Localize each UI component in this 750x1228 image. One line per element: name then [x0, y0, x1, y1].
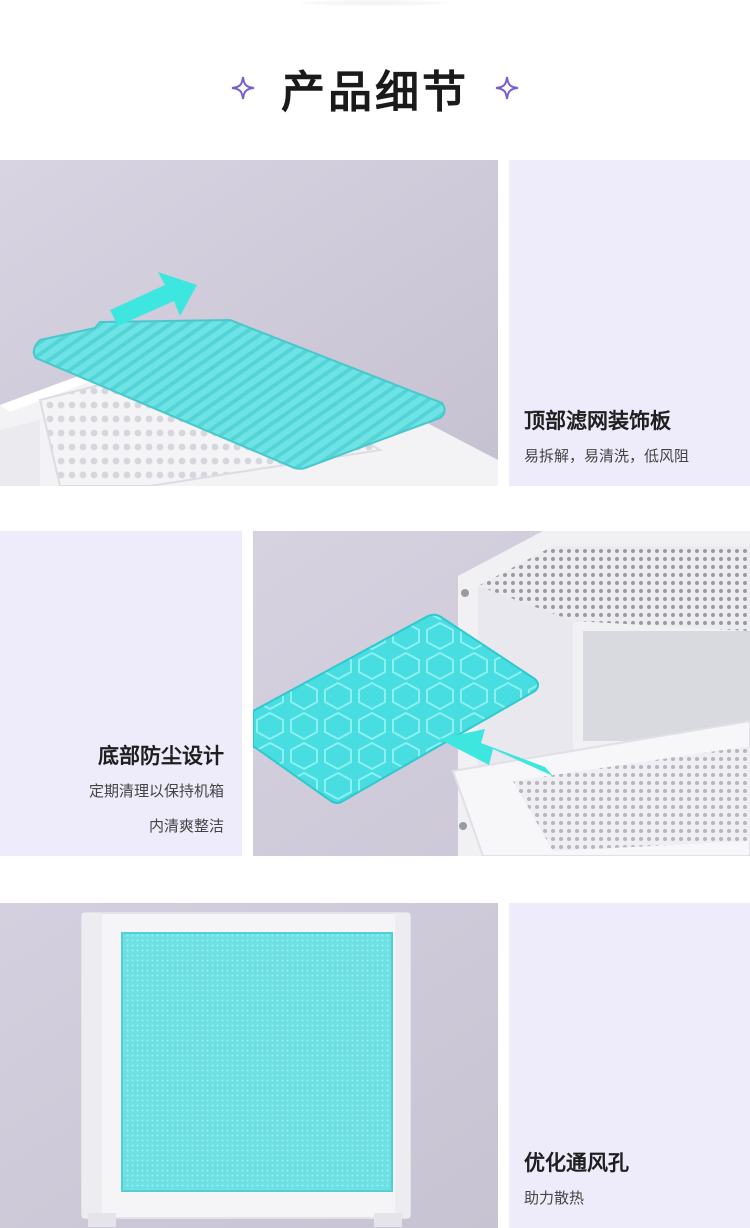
header: 产品细节: [0, 0, 750, 160]
bottom-dust-title: 底部防尘设计: [98, 744, 224, 768]
ventilation-desc: 助力散热: [524, 1189, 585, 1207]
sparkle-icon: [231, 76, 255, 100]
top-shadow: [300, 0, 450, 6]
title-row: 产品细节: [0, 58, 750, 118]
top-filter-text-panel: 顶部滤网装饰板 易拆解，易清洗，低风阻: [509, 160, 750, 486]
sparkle-icon: [495, 76, 519, 100]
top-filter-illustration: [0, 160, 498, 486]
ventilation-title: 优化通风孔: [524, 1151, 629, 1175]
ventilation-illustration: [0, 903, 498, 1228]
ventilation-text-panel: 优化通风孔 助力散热: [509, 903, 750, 1228]
top-filter-photo: [0, 160, 498, 486]
bottom-dust-text-panel: 底部防尘设计 定期清理以保持机箱 内清爽整洁: [0, 531, 242, 856]
top-filter-title: 顶部滤网装饰板: [524, 409, 671, 433]
bottom-dust-desc-line-2: 内清爽整洁: [148, 817, 224, 835]
ventilation-photo: [0, 903, 498, 1228]
top-filter-desc: 易拆解，易清洗，低风阻: [524, 447, 690, 465]
bottom-dust-photo: [253, 531, 750, 856]
bottom-dust-illustration: [253, 531, 750, 856]
bottom-dust-desc-line-1: 定期清理以保持机箱: [88, 782, 224, 800]
page-title: 产品细节: [281, 67, 469, 118]
